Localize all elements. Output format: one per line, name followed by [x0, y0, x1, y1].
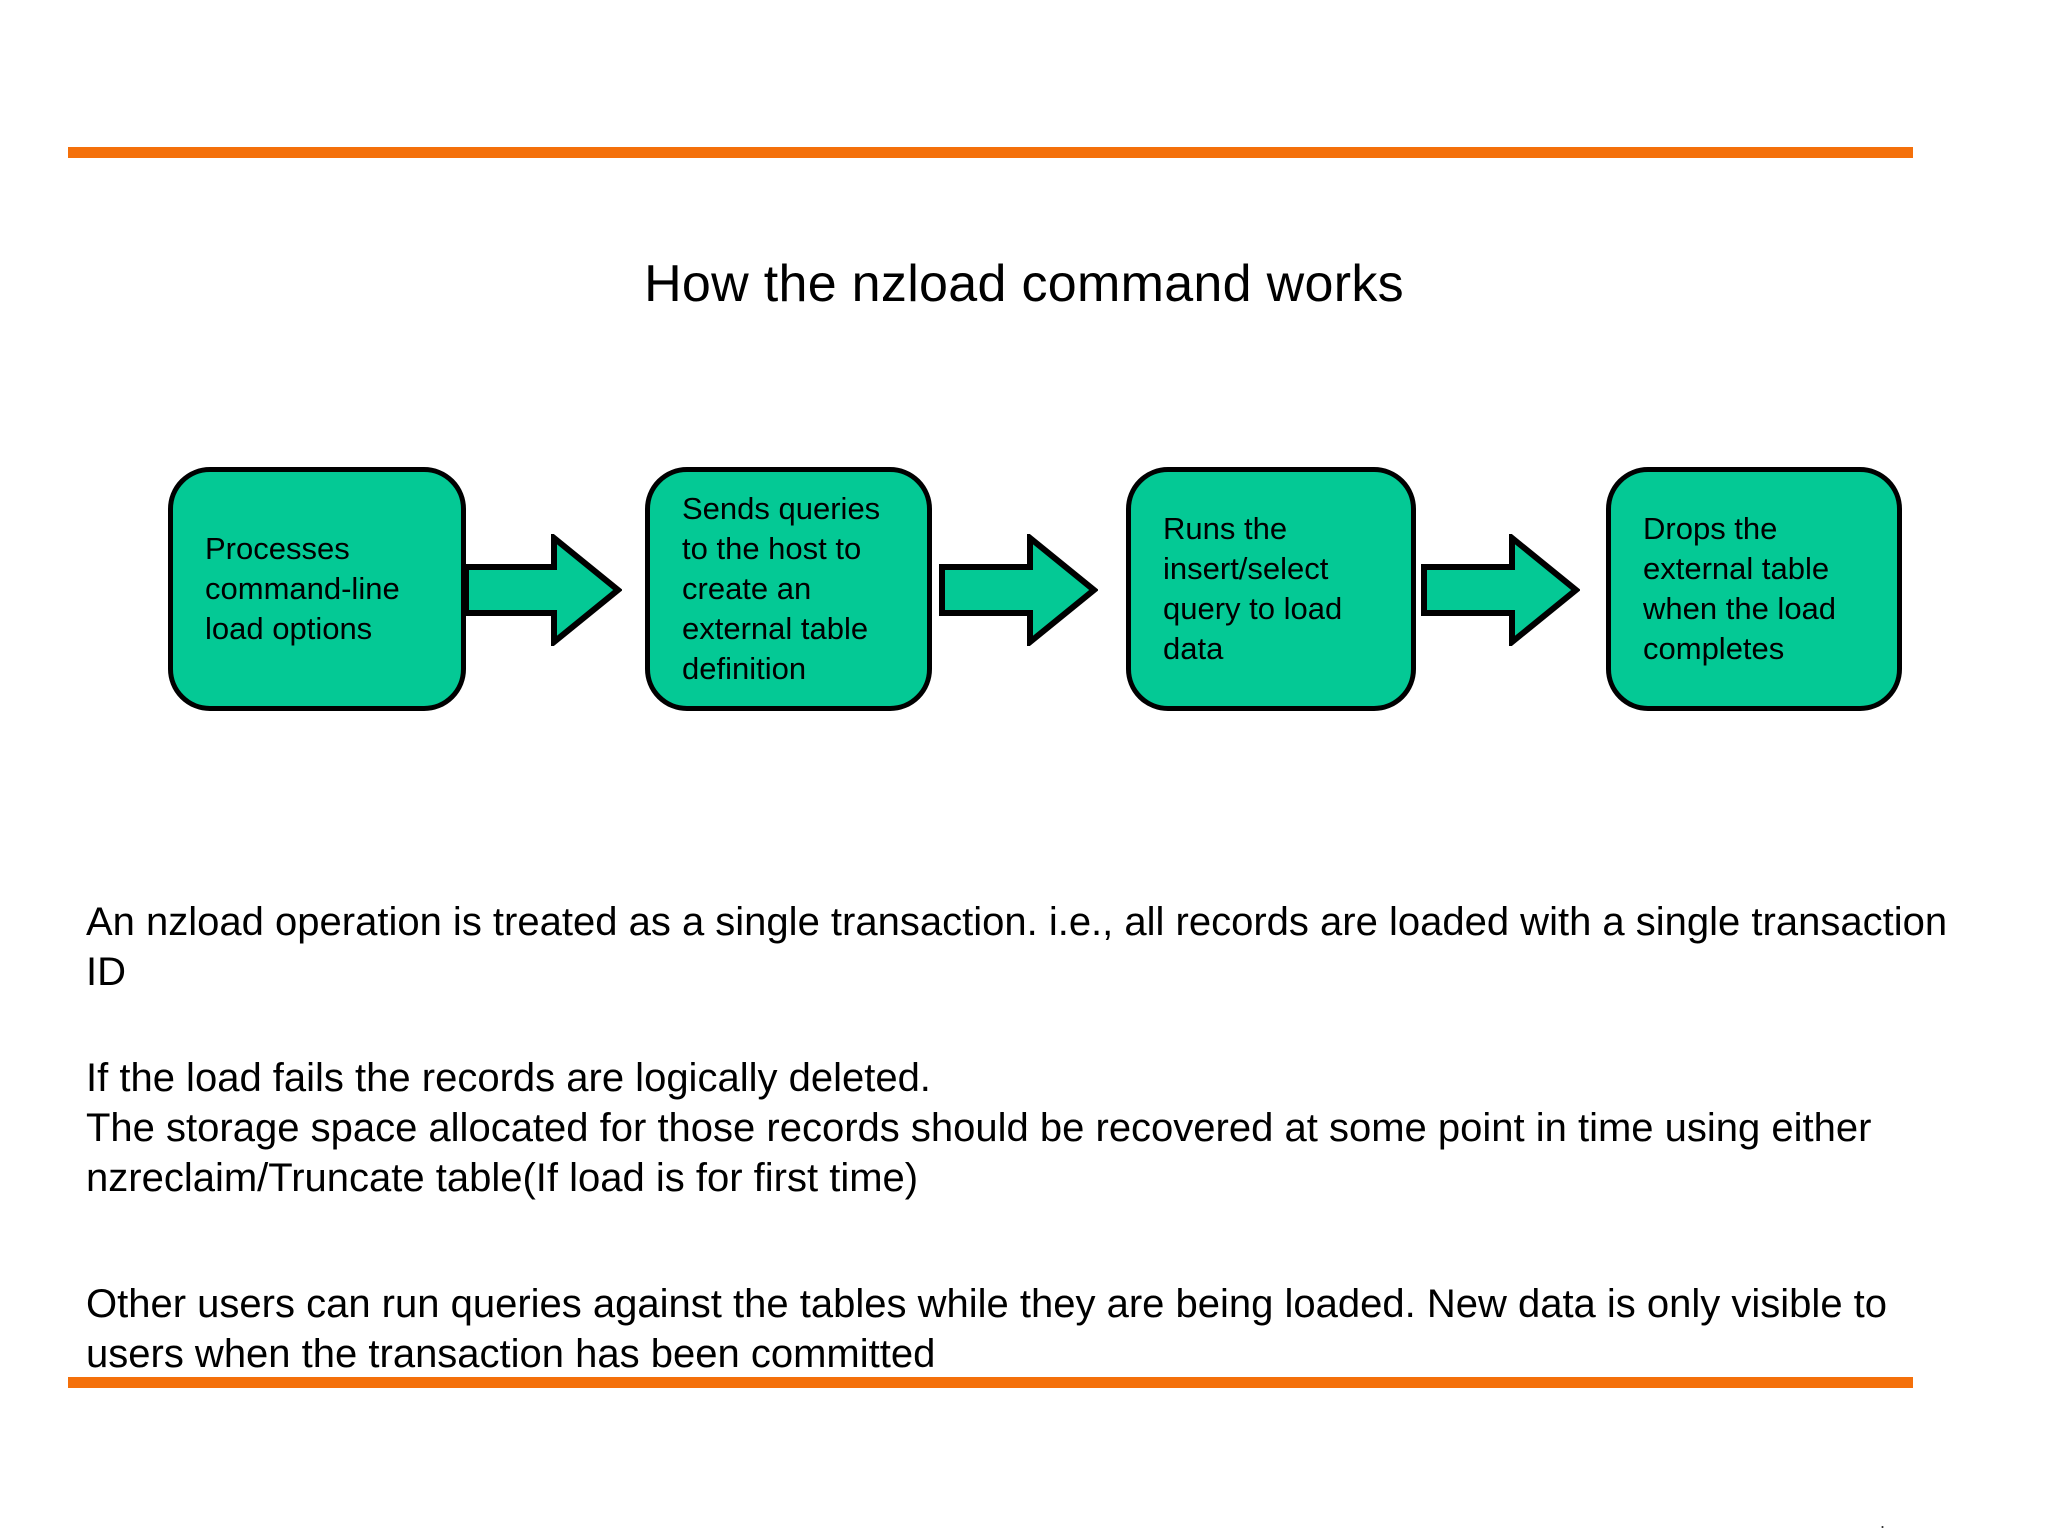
bottom-accent-rule	[68, 1377, 1913, 1388]
flow-step-1-label: Processes command-line load options	[205, 531, 400, 646]
flow-arrow-1-to-2	[462, 534, 622, 646]
body-paragraph-3: Other users can run queries against the …	[86, 1282, 1888, 1376]
page-title: How the nzload command works	[644, 254, 1404, 313]
body-paragraph-1: An nzload operation is treated as a sing…	[86, 900, 1948, 994]
flow-arrow-2-to-3	[938, 534, 1098, 646]
flow-step-1[interactable]: Processes command-line load options	[168, 467, 466, 711]
flow-step-4[interactable]: Drops the external table when the load c…	[1606, 467, 1902, 711]
flow-arrow-3-to-4	[1420, 534, 1580, 646]
flow-step-3[interactable]: Runs the insert/select query to load dat…	[1126, 467, 1416, 711]
body-paragraph-2: If the load fails the records are logica…	[86, 1056, 1872, 1200]
flow-step-2[interactable]: Sends queries to the host to create an e…	[645, 467, 932, 711]
flow-step-2-label: Sends queries to the host to create an e…	[682, 491, 881, 686]
top-accent-rule	[68, 147, 1913, 158]
corner-mark: .	[1880, 1512, 1886, 1532]
flow-step-4-label: Drops the external table when the load c…	[1643, 511, 1837, 666]
flow-step-3-label: Runs the insert/select query to load dat…	[1163, 511, 1343, 666]
